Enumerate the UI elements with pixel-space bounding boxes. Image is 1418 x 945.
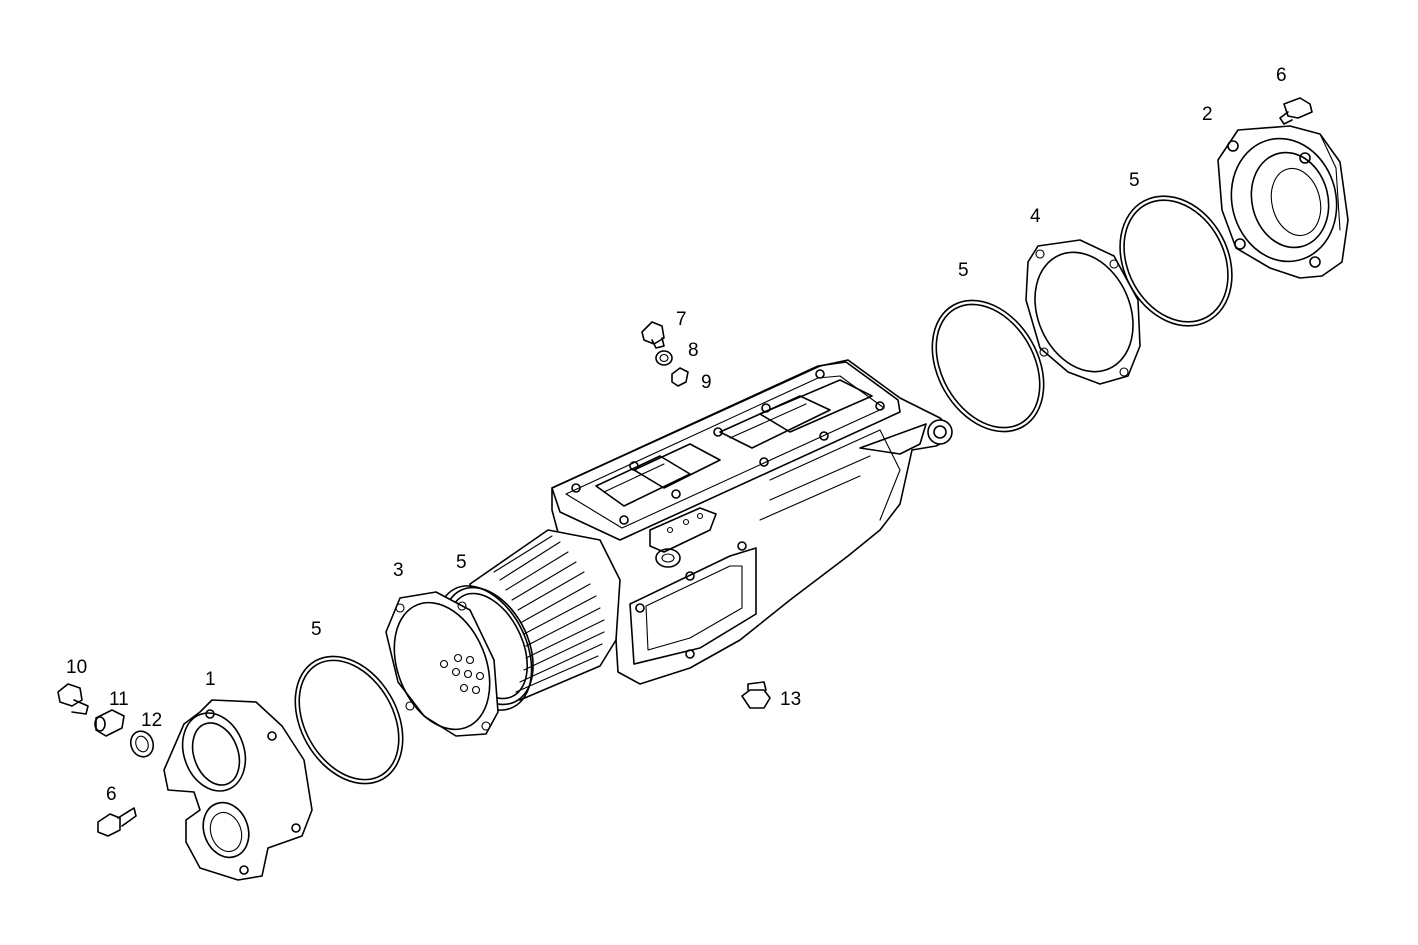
- part-1-front-cover: [163, 699, 313, 881]
- label-3: 3: [393, 560, 404, 581]
- part-12-washer: [129, 730, 155, 758]
- label-5-filter: 5: [456, 552, 467, 573]
- label-4: 4: [1030, 206, 1041, 227]
- label-5-left: 5: [311, 619, 322, 640]
- label-10: 10: [66, 657, 87, 678]
- label-1: 1: [205, 669, 216, 690]
- part-5-o-ring-left: [294, 655, 404, 785]
- label-11: 11: [109, 689, 129, 710]
- label-8: 8: [688, 340, 699, 361]
- part-2-rear-cover: [1217, 125, 1349, 279]
- part-7-screw: [641, 321, 665, 349]
- part-4-gasket: [1025, 239, 1141, 385]
- part-13-drain-plug: [741, 681, 771, 709]
- part-6-screw-bottom: [97, 807, 137, 837]
- part-11-sleeve: [94, 709, 125, 737]
- part-8-washer: [655, 350, 673, 366]
- label-12: 12: [141, 710, 162, 731]
- label-2: 2: [1202, 104, 1213, 125]
- label-6-bottom: 6: [106, 784, 117, 805]
- part-3-filter-cover: [385, 591, 499, 737]
- label-6-top: 6: [1276, 65, 1287, 86]
- part-5-o-ring-mid: [931, 299, 1045, 433]
- label-7: 7: [676, 309, 687, 330]
- label-13: 13: [780, 689, 801, 710]
- label-5-mid: 5: [958, 260, 969, 281]
- part-9-nut: [671, 367, 689, 387]
- label-9: 9: [701, 372, 712, 393]
- label-5-right: 5: [1129, 170, 1140, 191]
- main-housing: [551, 359, 953, 685]
- part-10-plug: [57, 683, 89, 715]
- part-6-screw-top: [1279, 97, 1313, 125]
